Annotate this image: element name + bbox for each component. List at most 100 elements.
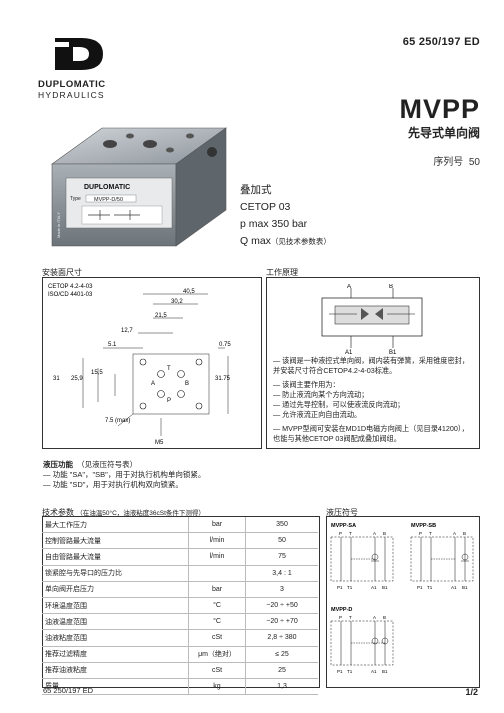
param-value: 25 — [245, 662, 318, 679]
svg-text:A: A — [453, 531, 456, 536]
dim-21-5: 21,5 — [155, 313, 167, 319]
param-value: −20 ÷ +50 — [245, 597, 318, 615]
symbol-sa-label: MVPP-SA — [331, 523, 356, 529]
port-p-label: P — [167, 398, 171, 404]
svg-text:A: A — [373, 615, 376, 620]
dim-7-5: 7.5 (max) — [105, 418, 130, 424]
param-value: ≤ 25 — [245, 646, 318, 663]
svg-text:P1: P1 — [337, 585, 343, 590]
param-name: 油液温度范围 — [42, 613, 189, 631]
symbols-title: 液压符号 — [326, 508, 358, 517]
model-title: MVPP — [399, 94, 480, 124]
tech-title: 技术参数 （在油温50°C，油液粘度36cSt条件下测得） — [42, 508, 205, 517]
duplomatic-logo-icon — [53, 38, 103, 70]
svg-text:B1: B1 — [462, 585, 468, 590]
param-name: 环境温度范围 — [42, 597, 189, 615]
wp-port-a1: A1 — [345, 350, 353, 354]
section-drawing: A B A1 B1 — [321, 284, 423, 354]
key-specs: 叠加式 CETOP 03 p max 350 bar Q max（见技术参数表） — [240, 182, 331, 250]
footer-code: 65 250/197 ED — [43, 686, 94, 695]
product-made: Made in ITALY — [56, 212, 61, 238]
mounting-surface-drawing: CETOP 4.2-4-03 ISO/CD 4401-03 40,5 30,2 — [48, 284, 231, 446]
param-value: −20 ÷ +70 — [245, 613, 318, 631]
svg-text:A: A — [373, 531, 376, 536]
document-code: 65 250/197 ED — [402, 36, 480, 48]
param-unit: cSt — [188, 629, 246, 647]
param-value: 3 — [245, 581, 318, 598]
svg-text:T: T — [429, 531, 432, 536]
working-title: 工作原理 — [266, 268, 298, 277]
spec-cetop: CETOP 03 — [240, 201, 291, 213]
installation-panel: CETOP 4.2-4-03 ISO/CD 4401-03 40,5 30,2 — [42, 277, 262, 449]
svg-text:A1: A1 — [371, 669, 377, 674]
symbols-panel: MVPP-SA MVPP-SB MVPP-D P T A B P1 T1 A1 … — [326, 516, 480, 688]
dim-25-9: 25,9 — [71, 376, 83, 382]
param-name: 最大工作压力 — [42, 517, 189, 534]
dim-m5: M5 — [155, 440, 164, 446]
brand-sub: HYDRAULICS — [38, 90, 105, 100]
dim-40-5: 40,5 — [183, 289, 195, 295]
svg-text:B1: B1 — [382, 585, 388, 590]
tech-row: 锁紧腔与先导口的压力比 3,4 : 1 — [42, 565, 318, 582]
dim-15-5: 15,5 — [91, 370, 103, 376]
spec-pmax: p max 350 bar — [240, 218, 308, 230]
product-brand-label: DUPLOMATIC — [84, 184, 130, 191]
svg-text:T: T — [349, 615, 352, 620]
param-unit: μm（绝对） — [188, 646, 246, 663]
param-unit: l/min — [188, 548, 246, 566]
wp-port-b1: B1 — [389, 350, 397, 354]
svg-text:B: B — [463, 531, 466, 536]
svg-text:P1: P1 — [417, 585, 423, 590]
tech-row: 环境温度范围°C−20 ÷ +50 — [42, 597, 318, 615]
series-number: 序列号 50 — [433, 157, 480, 168]
function-sa-sb: — 功能 "SA"，"SB"，用于对执行机构单向锁紧。 — [43, 470, 206, 479]
param-value: 350 — [245, 517, 318, 534]
std-iso: ISO/CD 4401-03 — [48, 292, 93, 298]
spec-qmax: Q max（见技术参数表） — [240, 235, 331, 247]
svg-text:B: B — [383, 615, 386, 620]
svg-text:P1: P1 — [337, 669, 343, 674]
page-number: 1/2 — [465, 687, 478, 697]
svg-text:P: P — [419, 531, 422, 536]
param-unit: °C — [188, 597, 246, 615]
symbols-drawing: MVPP-SA MVPP-SB MVPP-D P T A B P1 T1 A1 … — [330, 523, 474, 674]
param-value: 1,3 — [245, 678, 318, 696]
product-image: DUPLOMATIC Type MVPP-D/50 Made in ITALY — [51, 127, 227, 247]
svg-text:B: B — [383, 531, 386, 536]
installation-title: 安装面尺寸 — [42, 268, 82, 277]
param-value: 3,4 : 1 — [245, 565, 318, 582]
working-panel: A B A1 B1 — 该阀是一种液控式单向阀，阀内装有弹簧，采用锥度密封， 并… — [266, 277, 480, 449]
param-unit: °C — [188, 613, 246, 631]
dim-12-7: 12,7 — [121, 328, 133, 334]
dim-0-75: 0.75 — [219, 342, 231, 348]
port-a-label: A — [151, 381, 155, 387]
wp-port-b: B — [389, 284, 393, 290]
svg-text:P: P — [339, 615, 342, 620]
param-unit: kg — [188, 678, 246, 696]
param-name: 锁紧腔与先导口的压力比 — [42, 565, 189, 582]
param-name: 推荐过滤精度 — [42, 646, 189, 663]
dim-31-75: 31.75 — [215, 376, 231, 382]
param-name: 单向阀开启压力 — [42, 581, 189, 598]
brand-logo: DUPLOMATIC HYDRAULICS — [38, 36, 120, 100]
model-subtitle: 先导式单向阀 — [407, 126, 480, 140]
function-sd: — 功能 "SD"，用于对执行机构双向锁紧。 — [43, 480, 183, 489]
param-unit: bar — [188, 517, 246, 534]
svg-text:T: T — [349, 531, 352, 536]
svg-text:B1: B1 — [382, 669, 388, 674]
product-type-value: MVPP-D/50 — [94, 197, 123, 203]
param-unit: cSt — [188, 662, 246, 679]
port-t-label: T — [167, 366, 171, 372]
std-cetop: CETOP 4.2-4-03 — [48, 284, 93, 290]
param-name: 油液粘度范围 — [42, 629, 189, 647]
svg-text:T1: T1 — [427, 585, 433, 590]
working-text: — 该阀是一种液控式单向阀，阀内装有弹簧，采用锥度密封， 并安装尺寸符合CETO… — [273, 356, 470, 443]
product-type-prefix: Type — [70, 196, 81, 202]
